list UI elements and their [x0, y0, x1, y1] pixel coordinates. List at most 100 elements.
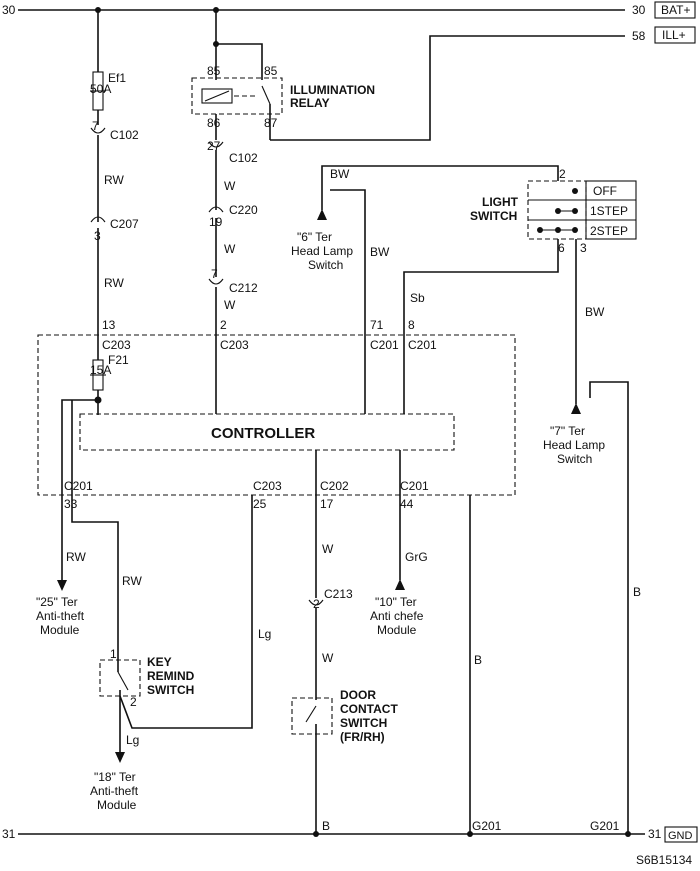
- gnd-label: GND: [668, 830, 693, 842]
- ctrl-conn-c201-71: C201: [370, 338, 399, 352]
- t25-line1: "25" Ter: [36, 595, 78, 609]
- light-switch-title-2: SWITCH: [470, 209, 517, 223]
- connector-c102-b: [208, 141, 224, 148]
- relay-coil: [201, 88, 233, 104]
- controller: CONTROLLER: [37, 334, 516, 496]
- arrow-t25: [57, 580, 67, 591]
- t10-line1: "10" Ter: [375, 595, 417, 609]
- relay-pin-85a: 85: [207, 64, 221, 78]
- c212-pin: 7: [211, 267, 218, 281]
- t7-line2: Head Lamp: [543, 438, 605, 452]
- relay-title-1: ILLUMINATION: [290, 83, 375, 97]
- g201-b-label: G201: [590, 819, 620, 833]
- t10-line3: Module: [377, 623, 417, 637]
- wire-rw-4: RW: [122, 574, 142, 588]
- arrow-t10: [395, 579, 405, 590]
- door-switch-title-4: (FR/RH): [340, 730, 385, 744]
- relay-pin-86: 86: [207, 116, 221, 130]
- c212-label: C212: [229, 281, 258, 295]
- light-switch-legend: [585, 180, 637, 240]
- relay-box: [191, 77, 283, 115]
- ctrl-pin-17: 17: [320, 497, 334, 511]
- t18-line3: Module: [97, 798, 137, 812]
- rail-58: 58 ILL+: [270, 26, 696, 141]
- relay-to-controller: 27 C102 W C220 19 W 7 C212 W 2 C203: [207, 114, 258, 414]
- key-switch-pin1: 1: [110, 647, 117, 661]
- ill-plus-label: ILL+: [662, 28, 686, 42]
- connector-c102-a: [90, 127, 106, 134]
- bw-wire-to-t6: BW "6" Ter Head Lamp Switch: [291, 165, 559, 272]
- c207-label: C207: [110, 217, 139, 231]
- t6-line1: "6" Ter: [297, 230, 332, 244]
- ctrl-pin-2: 2: [220, 318, 227, 332]
- controller-inner-box: [79, 413, 455, 451]
- t18-line2: Anti-theft: [90, 784, 139, 798]
- ctrl-pin-33: 33: [64, 497, 78, 511]
- ctrl-conn-c201-33: C201: [64, 479, 93, 493]
- ctrl-pin-8: 8: [408, 318, 415, 332]
- bw-wire-71: BW 71 C201: [330, 189, 399, 414]
- rail-30-right-label: 30: [632, 3, 646, 17]
- illumination-relay: 85 85 86 87 ILLUMINATION RELAY: [191, 10, 375, 140]
- ctrl-pin-25: 25: [253, 497, 267, 511]
- fuse-f21-rating: 15A: [90, 363, 111, 377]
- t6-line3: Switch: [308, 258, 343, 272]
- connector-c212: [208, 278, 224, 285]
- fuse-ef1-rating: 50A: [90, 82, 111, 96]
- wire-b-1: B: [322, 819, 330, 833]
- relay-title-2: RELAY: [290, 96, 330, 110]
- c102-b-label: C102: [229, 151, 258, 165]
- wire-w-1: W: [224, 179, 236, 193]
- rail-58-label: 58: [632, 29, 646, 43]
- contact-dot: [572, 188, 578, 194]
- t7-line3: Switch: [557, 452, 592, 466]
- wire-rw-2: RW: [104, 276, 124, 290]
- wire-b-2: B: [474, 653, 482, 667]
- wire-w-5: W: [322, 651, 334, 665]
- door-switch-title-1: DOOR: [340, 688, 376, 702]
- t6-line2: Head Lamp: [291, 244, 353, 258]
- controller-outer-box: [37, 334, 516, 496]
- key-switch-title-1: KEY: [147, 655, 172, 669]
- key-remind-switch: RW 1 2 KEY REMIND SWITCH Lg Lg "18" Ter …: [71, 400, 271, 812]
- wire-rw-3: RW: [66, 550, 86, 564]
- t18-line1: "18" Ter: [94, 770, 136, 784]
- ctrl-conn-c203-2: C203: [220, 338, 249, 352]
- arrow-t18: [115, 752, 125, 763]
- c102-a-pin: 7: [92, 119, 99, 133]
- key-switch-pin2: 2: [130, 695, 137, 709]
- c102-b-pin: 27: [207, 139, 221, 153]
- arrow-t6: [317, 209, 327, 220]
- wire-w-3: W: [224, 298, 236, 312]
- t10-line2: Anti chefe: [370, 609, 424, 623]
- ctrl-conn-c203-25: C203: [253, 479, 282, 493]
- wire-lg-2: Lg: [126, 733, 139, 747]
- switch-pin-3: 3: [580, 241, 587, 255]
- switch-pos-1step: 1STEP: [590, 204, 628, 218]
- terminal-t25: RW "25" Ter Anti-theft Module: [36, 550, 86, 637]
- fuse-ef1-name: Ef1: [108, 71, 126, 85]
- light-switch-body: [527, 180, 587, 240]
- door-switch-title-3: SWITCH: [340, 716, 387, 730]
- relay-pin-87: 87: [264, 116, 278, 130]
- c220-label: C220: [229, 203, 258, 217]
- connector-c213: [308, 599, 324, 606]
- wire-sb: Sb: [410, 291, 425, 305]
- key-switch-title-3: SWITCH: [147, 683, 194, 697]
- ctrl-conn-c203-13: C203: [102, 338, 131, 352]
- ctrl-pin-71: 71: [370, 318, 384, 332]
- key-switch-title-2: REMIND: [147, 669, 195, 683]
- wire-rw-1: RW: [104, 173, 124, 187]
- controller-ground: B G201: [467, 495, 502, 837]
- ctrl-pin-13: 13: [102, 318, 116, 332]
- c213-label: C213: [324, 587, 353, 601]
- c102-a-label: C102: [110, 128, 139, 142]
- door-contact-switch: W 2 C213 W DOOR CONTACT SWITCH (FR/RH) B: [291, 450, 398, 837]
- wire-bw-mid: BW: [370, 245, 390, 259]
- ctrl-conn-c201-8: C201: [408, 338, 437, 352]
- wire-b-3: B: [633, 585, 641, 599]
- relay-pin-85b: 85: [264, 64, 278, 78]
- rail-31-right-label: 31: [648, 827, 662, 841]
- connector-c207: [90, 216, 106, 223]
